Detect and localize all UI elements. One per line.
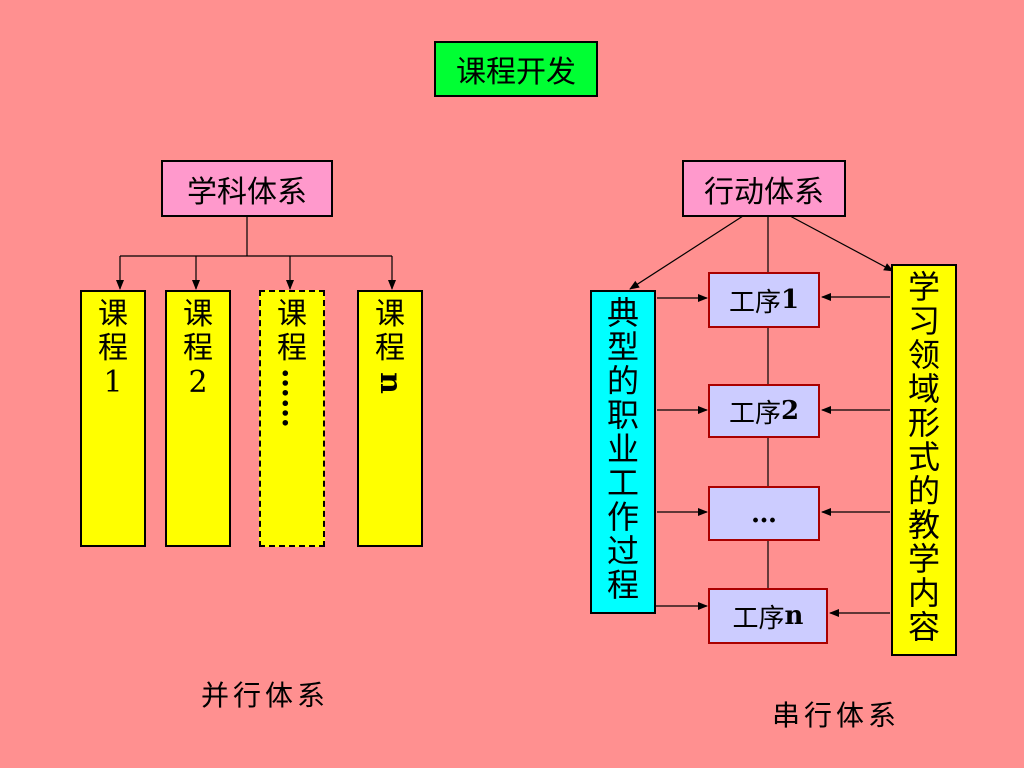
course-number: 1 bbox=[103, 365, 123, 400]
course-char: 课 bbox=[98, 297, 128, 332]
step-number: 1 bbox=[780, 285, 800, 315]
learning-field-char: 式 bbox=[907, 438, 940, 476]
learning-field-char: 域 bbox=[907, 370, 940, 408]
course-char: 程 bbox=[375, 331, 405, 366]
learning-field-char: 的 bbox=[907, 472, 940, 510]
work-process-char: 职 bbox=[606, 396, 639, 434]
process-step-ellipsis: … bbox=[708, 486, 820, 541]
work-process-char: 业 bbox=[606, 430, 639, 468]
course-char: 课 bbox=[277, 297, 307, 332]
step-label: 工序 bbox=[732, 603, 785, 634]
action-system-header: 行动体系 bbox=[682, 160, 846, 217]
course-char: 课 bbox=[375, 297, 405, 332]
course-char: 程 bbox=[183, 331, 213, 366]
work-process-char: 作 bbox=[606, 498, 639, 536]
course-box-n: 课 程 n bbox=[357, 290, 423, 547]
work-process-char: 程 bbox=[606, 566, 639, 604]
step-number: n bbox=[784, 601, 804, 631]
parallel-system-caption: 并行体系 bbox=[201, 679, 330, 712]
work-process-box: 典型的职业工作过程 bbox=[590, 290, 656, 614]
step-number: 2 bbox=[780, 396, 800, 426]
learning-field-char: 学 bbox=[907, 540, 940, 578]
step-label: 工序 bbox=[728, 398, 781, 429]
course-box-1: 课 程 1 bbox=[80, 290, 146, 547]
work-process-char: 型 bbox=[606, 328, 639, 366]
course-box-ellipsis: 课 程 …… bbox=[259, 290, 325, 547]
subject-system-header: 学科体系 bbox=[161, 160, 333, 217]
course-char: 程 bbox=[277, 331, 307, 366]
course-char: 程 bbox=[98, 331, 128, 366]
diagram-title: 课程开发 bbox=[434, 41, 598, 97]
work-process-char: 的 bbox=[606, 362, 639, 400]
step-label: 工序 bbox=[728, 287, 781, 318]
course-char: 课 bbox=[183, 297, 213, 332]
learning-field-box: 学习领域形式的教学内容 bbox=[891, 264, 957, 656]
learning-field-char: 内 bbox=[907, 574, 940, 612]
work-process-char: 过 bbox=[606, 532, 639, 570]
work-process-char: 工 bbox=[606, 464, 639, 502]
course-number: n bbox=[373, 372, 408, 394]
learning-field-char: 习 bbox=[907, 302, 940, 340]
learning-field-char: 容 bbox=[907, 608, 940, 646]
step-label: … bbox=[751, 498, 777, 529]
serial-system-caption: 串行体系 bbox=[772, 699, 901, 732]
course-ellipsis: …… bbox=[275, 368, 310, 428]
learning-field-char: 学 bbox=[907, 268, 940, 306]
course-number: 2 bbox=[188, 365, 208, 400]
learning-field-char: 教 bbox=[907, 506, 940, 544]
work-process-char: 典 bbox=[606, 294, 639, 332]
learning-field-char: 领 bbox=[907, 336, 940, 374]
learning-field-char: 形 bbox=[907, 404, 940, 442]
course-box-2: 课 程 2 bbox=[165, 290, 231, 547]
